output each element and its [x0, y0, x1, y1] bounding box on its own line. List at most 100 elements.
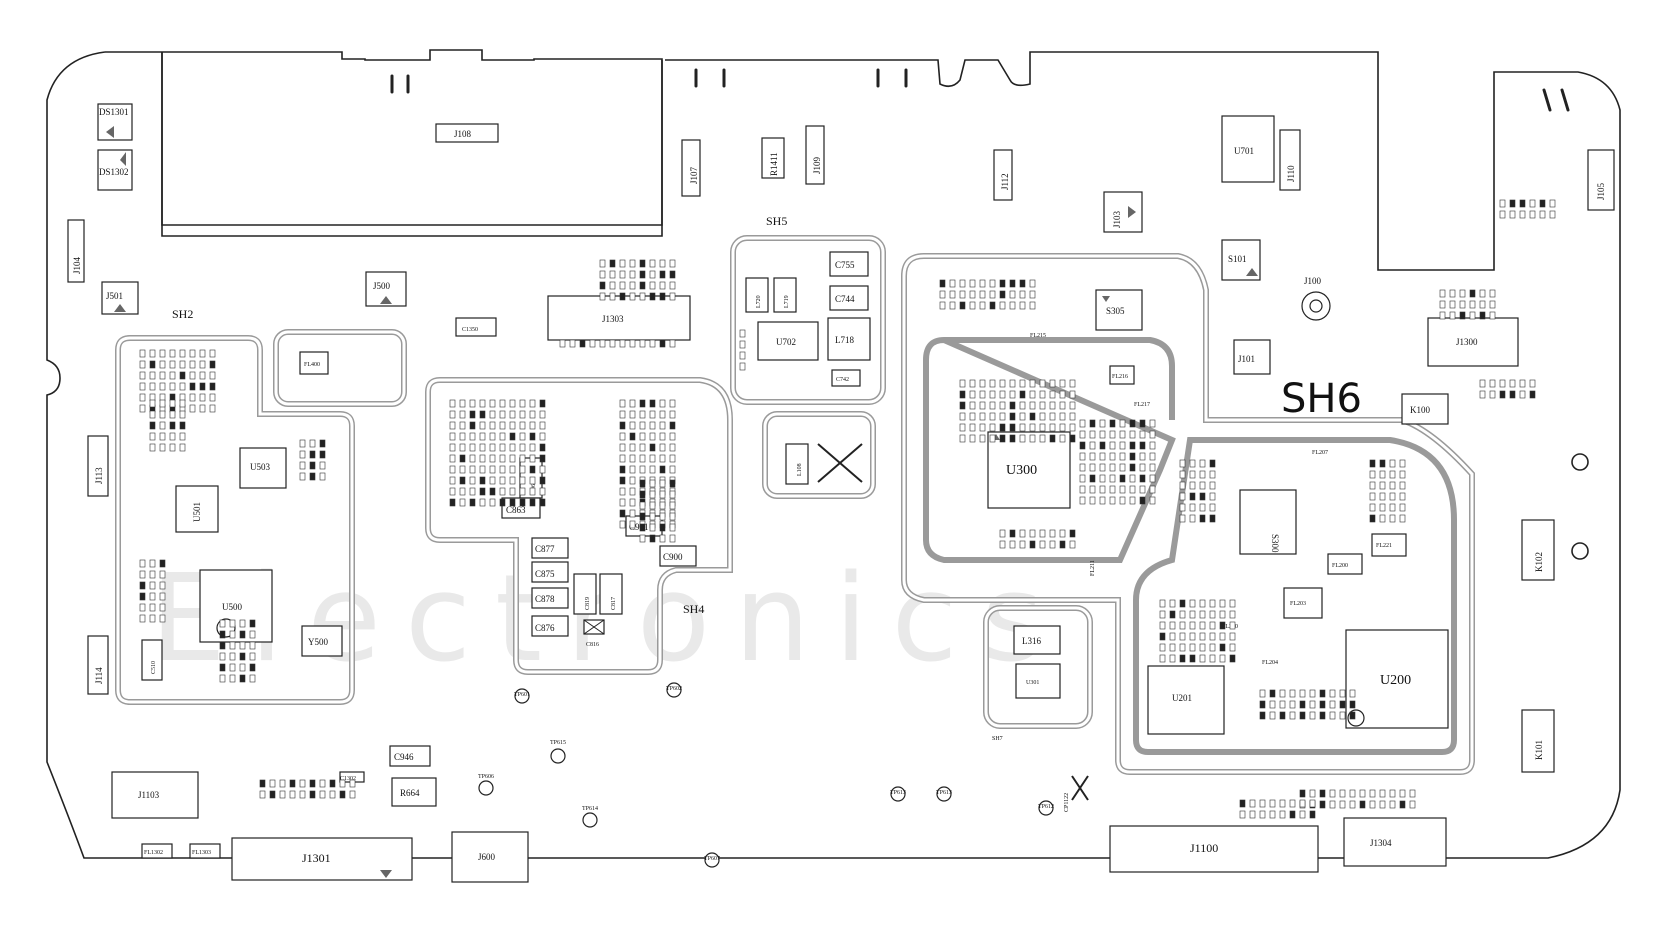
- smd-pad: [1019, 290, 1026, 299]
- smd-pad: [1489, 390, 1496, 399]
- smd-pad: [1209, 503, 1216, 512]
- smd-pad: [469, 443, 476, 452]
- fl221: FL221: [1371, 533, 1407, 557]
- smd-pad: [659, 479, 666, 488]
- smd-pad: [1299, 810, 1306, 819]
- smd-pad: [1379, 789, 1386, 798]
- smd-pad: [669, 259, 676, 268]
- smd-pad: [459, 487, 466, 496]
- smd-pad: [659, 292, 666, 301]
- smd-pad: [139, 581, 146, 590]
- smd-pad: [1079, 441, 1086, 450]
- smd-pad: [519, 454, 526, 463]
- smd-pad: [1229, 654, 1236, 663]
- y500: Y500: [301, 625, 343, 657]
- smd-pad: [1019, 379, 1026, 388]
- sh5-label: SH5: [766, 214, 787, 228]
- smd-pad: [619, 421, 626, 430]
- smd-pad: [469, 476, 476, 485]
- smd-pad: [649, 270, 656, 279]
- tp606: TP606: [478, 774, 494, 796]
- smd-pad: [1179, 492, 1186, 501]
- smd-pad: [989, 379, 996, 388]
- smd-pad: [639, 432, 646, 441]
- svg-text:J104: J104: [72, 256, 82, 274]
- smd-pad: [249, 619, 256, 628]
- svg-text:C946: C946: [394, 752, 414, 762]
- smd-pad: [669, 523, 676, 532]
- smd-pad: [1059, 412, 1066, 421]
- smd-pad: [319, 779, 326, 788]
- smd-pad: [1179, 610, 1186, 619]
- smd-pad: [669, 443, 676, 452]
- smd-pad: [659, 454, 666, 463]
- smd-pad: [149, 399, 156, 408]
- smd-pad: [239, 652, 246, 661]
- smd-pad: [1389, 789, 1396, 798]
- smd-pad: [989, 423, 996, 432]
- smd-pad: [1199, 632, 1206, 641]
- smd-pad: [1019, 279, 1026, 288]
- smd-pad: [979, 279, 986, 288]
- smd-pad: [649, 339, 656, 348]
- smd-pad: [949, 290, 956, 299]
- smd-pad: [1039, 390, 1046, 399]
- smd-pad: [1149, 430, 1156, 439]
- svg-text:FL204: FL204: [1262, 660, 1278, 666]
- smd-pad: [1189, 599, 1196, 608]
- svg-text:FL1302: FL1302: [144, 850, 163, 856]
- smd-pad: [1549, 199, 1556, 208]
- smd-pad: [639, 339, 646, 348]
- smd-pad: [1119, 452, 1126, 461]
- sh2-label: SH2: [172, 307, 193, 321]
- smd-pad: [149, 603, 156, 612]
- smd-pad: [169, 360, 176, 369]
- smd-pad: [959, 434, 966, 443]
- smd-pad: [509, 465, 516, 474]
- smd-pad: [319, 790, 326, 799]
- smd-pad: [629, 487, 636, 496]
- smd-pad: [159, 382, 166, 391]
- smd-pad: [609, 259, 616, 268]
- smd-pad: [1019, 401, 1026, 410]
- smd-pad: [1409, 789, 1416, 798]
- smd-pad: [449, 476, 456, 485]
- smd-pad: [1259, 799, 1266, 808]
- smd-pad: [1299, 711, 1306, 720]
- svg-text:J107: J107: [689, 166, 699, 184]
- u200: U200: [1345, 629, 1449, 729]
- smd-pad: [619, 259, 626, 268]
- r1411: R1411: [761, 137, 785, 179]
- smd-pad: [1229, 643, 1236, 652]
- smd-pad: [1099, 485, 1106, 494]
- smd-pad: [1029, 529, 1036, 538]
- smd-pad: [649, 512, 656, 521]
- smd-pad: [1349, 711, 1356, 720]
- smd-pad: [159, 570, 166, 579]
- svg-text:CP1122: CP1122: [1064, 793, 1070, 812]
- smd-pad: [619, 520, 626, 529]
- smd-pad: [539, 443, 546, 452]
- svg-text:FL400: FL400: [304, 362, 320, 368]
- smd-pad: [1529, 199, 1536, 208]
- smd-pad: [1289, 711, 1296, 720]
- smd-pad: [969, 423, 976, 432]
- smd-pad: [339, 790, 346, 799]
- smd-pad: [1519, 199, 1526, 208]
- smd-pad: [1209, 470, 1216, 479]
- c755: C755: [829, 251, 869, 277]
- smd-pad: [1059, 379, 1066, 388]
- smd-pad: [169, 382, 176, 391]
- smd-pad: [1299, 789, 1306, 798]
- smd-pad: [1349, 689, 1356, 698]
- smd-pad: [189, 360, 196, 369]
- c875: C875: [531, 561, 569, 583]
- smd-pad: [1389, 470, 1396, 479]
- smd-pad: [1259, 711, 1266, 720]
- smd-pad: [1049, 390, 1056, 399]
- smd-pad: [1479, 311, 1486, 320]
- svg-text:S305: S305: [1106, 306, 1125, 316]
- smd-pad: [1009, 390, 1016, 399]
- smd-pad: [509, 476, 516, 485]
- u301: U301: [1015, 663, 1061, 699]
